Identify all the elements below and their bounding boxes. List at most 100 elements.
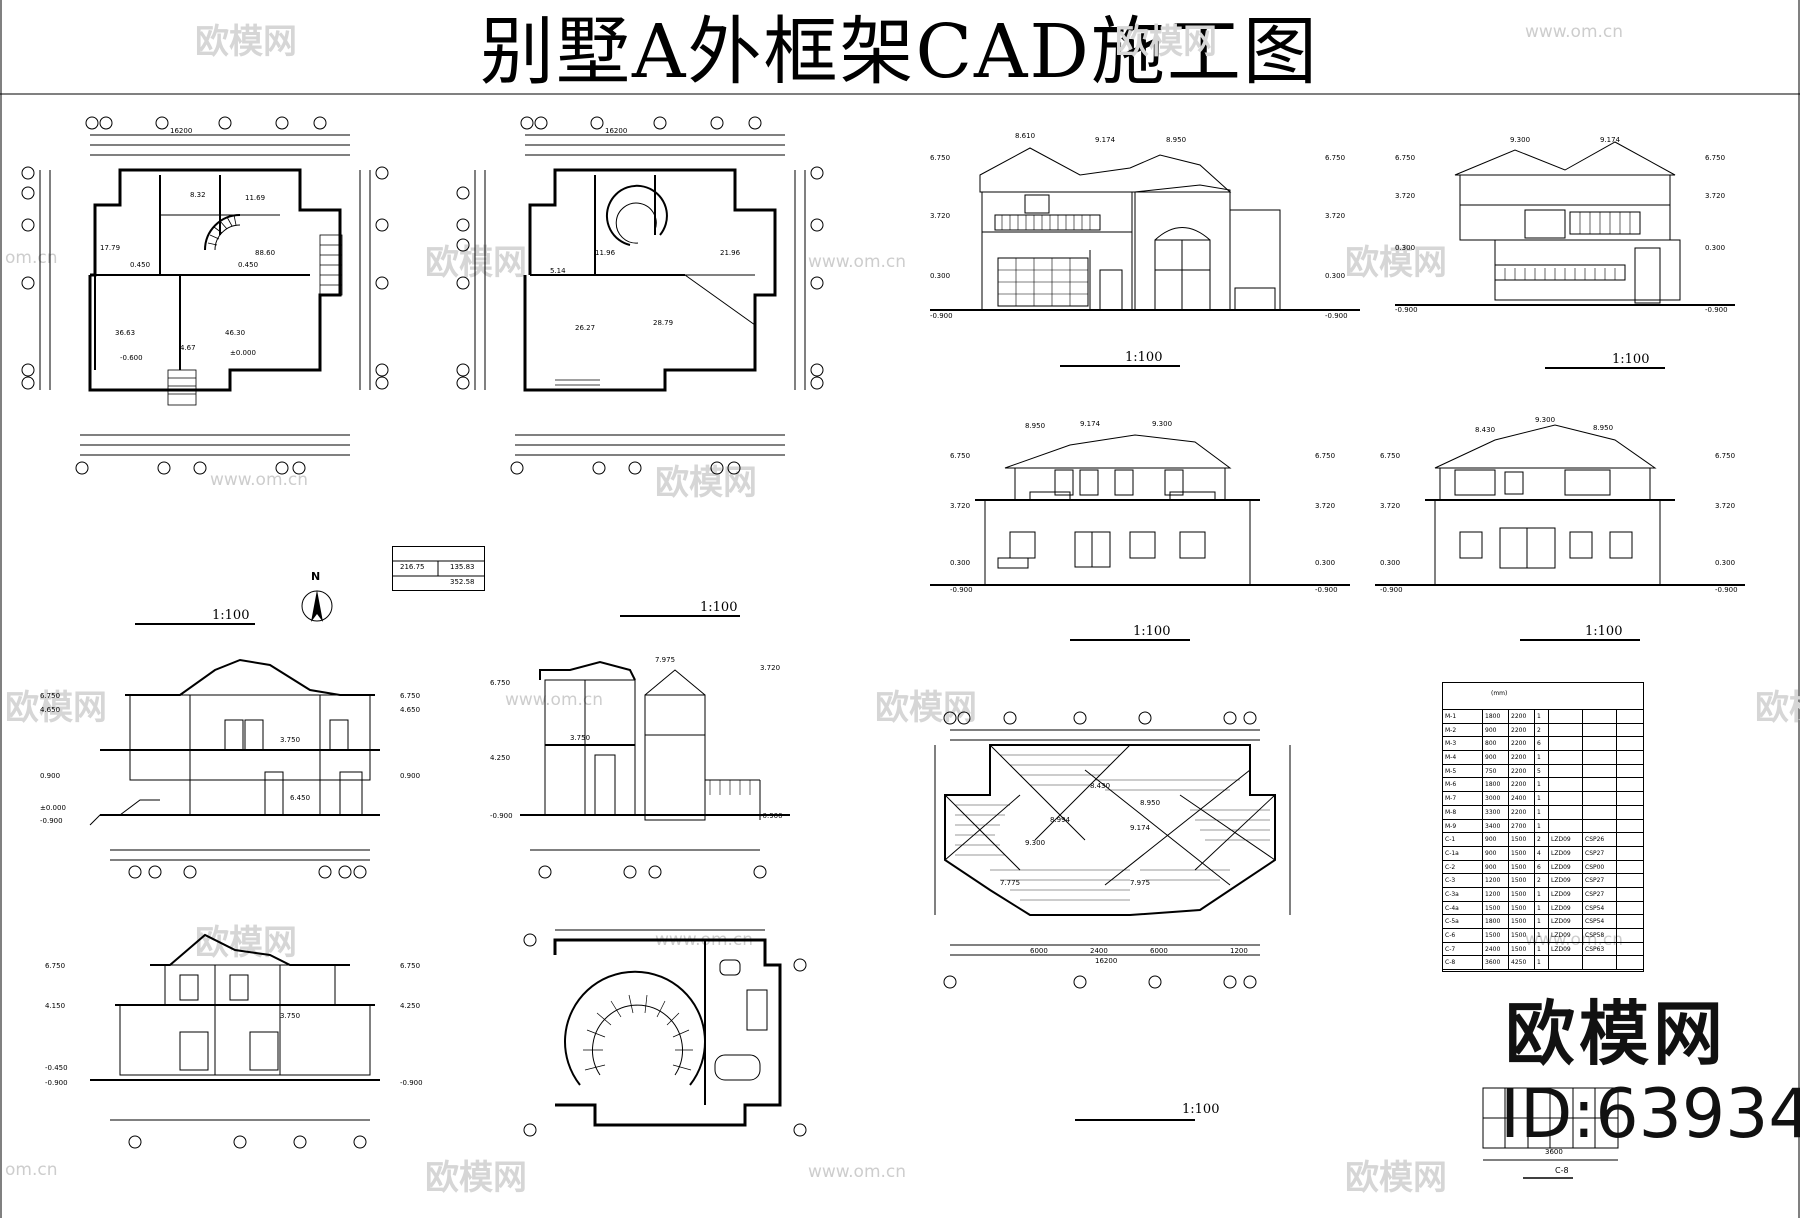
schedule-cell: 1 [1535,956,1549,970]
svg-text:3.720: 3.720 [1325,212,1345,220]
svg-text:4.650: 4.650 [40,706,60,714]
schedule-cell: 900 [1483,751,1509,764]
schedule-cell: CSP63 [1583,942,1617,956]
schedule-cell: 2400 [1509,792,1535,805]
scale-label: 1:100 [1125,350,1163,365]
ground-floor-plan: 36.63 46.30 17.79 11.69 88.60 4.67 8.32 … [21,116,389,475]
schedule-cell: CSP27 [1583,874,1617,887]
svg-text:11.69: 11.69 [245,194,265,202]
brand-logo: 欧模网 [1505,993,1727,1075]
schedule-cell: 2200 [1509,805,1535,819]
svg-text:-0.900: -0.900 [1705,306,1728,314]
schedule-cell: 1800 [1483,915,1509,928]
schedule-cell: 1500 [1509,833,1535,846]
scale-label: 1:100 [1585,624,1623,639]
svg-text:1200: 1200 [1230,947,1248,955]
svg-text:8.32: 8.32 [190,191,206,199]
watermark-url: om.cn [5,1160,58,1180]
schedule-cell: LZD09 [1549,846,1583,860]
svg-text:2400: 2400 [1090,947,1108,955]
schedule-cell: M-6 [1443,778,1483,792]
schedule-cell: 1 [1535,751,1549,764]
schedule-cell [1549,723,1583,737]
svg-text:6.750: 6.750 [1395,154,1415,162]
schedule-cell: 800 [1483,737,1509,751]
svg-text:3.720: 3.720 [760,664,780,672]
schedule-cell [1549,710,1583,723]
schedule-cell [1583,751,1617,764]
schedule-cell: 900 [1483,860,1509,874]
svg-text:3.720: 3.720 [1705,192,1725,200]
svg-text:6.750: 6.750 [1380,452,1400,460]
schedule-cell: LZD09 [1549,942,1583,956]
schedule-cell: CSP54 [1583,915,1617,928]
schedule-cell: 3400 [1483,819,1509,833]
svg-text:11.96: 11.96 [595,249,616,257]
svg-text:3.720: 3.720 [1715,502,1735,510]
schedule-cell: 6 [1535,860,1549,874]
schedule-cell: 2400 [1483,942,1509,956]
c8-dim: 3600 [1545,1148,1563,1156]
schedule-cell: LZD09 [1549,874,1583,887]
svg-text:4.250: 4.250 [490,754,510,762]
schedule-cell: 900 [1483,833,1509,846]
scale-label: 1:100 [1612,352,1650,367]
svg-text:±0.000: ±0.000 [40,804,66,812]
watermark-url: www.om.cn [1525,22,1624,42]
schedule-cell: 2200 [1509,751,1535,764]
schedule-cell: M-4 [1443,751,1483,764]
schedule-cell: 4 [1535,846,1549,860]
schedule-cell: 900 [1483,846,1509,860]
schedule-cell: 1 [1535,710,1549,723]
svg-text:8.950: 8.950 [1025,422,1045,430]
schedule-cell: LZD09 [1549,860,1583,874]
schedule-cell: CSP27 [1583,887,1617,901]
svg-text:0.900: 0.900 [40,772,60,780]
schedule-cell [1549,792,1583,805]
svg-text:8.950: 8.950 [1166,136,1186,144]
schedule-cell: 1500 [1509,942,1535,956]
watermark-brand: 欧模网 [875,688,977,728]
section-2-2: 6.750 4.250 -0.900 7.975 3.750 3.720 -0.… [490,656,790,879]
svg-text:6.750: 6.750 [40,692,60,700]
schedule-cell: CSP26 [1583,833,1617,846]
schedule-cell: 2200 [1509,737,1535,751]
svg-text:3.720: 3.720 [1380,502,1400,510]
svg-text:9.174: 9.174 [1095,136,1116,144]
watermark-brand: 欧模网 [1345,243,1447,283]
svg-text:9.300: 9.300 [1535,416,1555,424]
watermark-brand: 欧模网 [1345,1158,1447,1198]
schedule-cell: 1 [1535,901,1549,915]
schedule-cell: M-8 [1443,805,1483,819]
watermark-brand: 欧模网 [5,688,107,728]
svg-text:8.950: 8.950 [1140,799,1160,807]
svg-text:6.750: 6.750 [45,962,65,970]
schedule-cell: 1500 [1509,915,1535,928]
schedule-cell: CSP00 [1583,860,1617,874]
schedule-cell: M-9 [1443,819,1483,833]
schedule-cell: 1 [1535,915,1549,928]
svg-text:7.775: 7.775 [1000,879,1020,887]
schedule-cell: C-1 [1443,833,1483,846]
schedule-cell: 1500 [1509,901,1535,915]
svg-text:5.14: 5.14 [550,267,566,275]
schedule-cell: 2200 [1509,710,1535,723]
schedule-cell: 750 [1483,764,1509,778]
svg-text:-0.900: -0.900 [1325,312,1348,320]
schedule-cell: 5 [1535,764,1549,778]
svg-text:9.174: 9.174 [1130,824,1151,832]
schedule-cell: 1 [1535,778,1549,792]
svg-text:7.975: 7.975 [1130,879,1150,887]
schedule-cell: LZD09 [1549,929,1583,942]
schedule-cell: 1500 [1509,860,1535,874]
